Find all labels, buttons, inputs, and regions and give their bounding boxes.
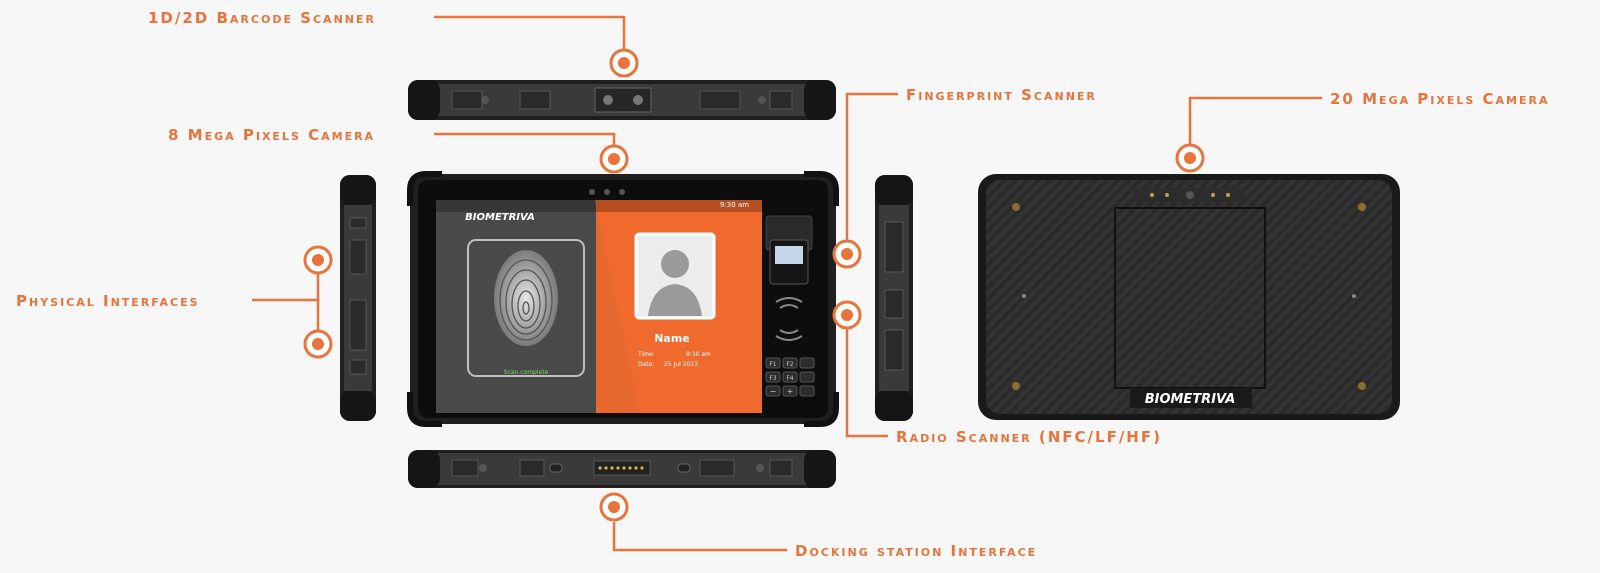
marker-radio bbox=[832, 300, 862, 330]
time-value: 9:30 am bbox=[686, 351, 711, 358]
rear-brand: BIOMETRIVA bbox=[1145, 392, 1236, 407]
label-rear-camera: 20 Mega Pixels Camera bbox=[1330, 90, 1550, 108]
person-name: Name bbox=[654, 332, 690, 345]
marker-physical-interfaces-top bbox=[303, 245, 333, 275]
rear-camera-lens bbox=[1186, 191, 1194, 199]
marker-fingerprint bbox=[832, 239, 862, 269]
label-fingerprint-scanner: Fingerprint Scanner bbox=[906, 86, 1097, 104]
marker-physical-interfaces-bottom bbox=[303, 329, 333, 359]
status-time: 9:30 am bbox=[720, 201, 749, 209]
callout-lines bbox=[252, 15, 1322, 552]
key-minus: − bbox=[770, 387, 777, 396]
scan-status: Scan complete bbox=[504, 369, 549, 376]
callout-markers bbox=[303, 48, 1205, 522]
marker-barcode bbox=[609, 48, 639, 78]
right-side-view bbox=[875, 175, 913, 421]
date-label: Date: bbox=[638, 361, 654, 368]
front-view bbox=[407, 171, 839, 427]
left-side-view bbox=[340, 175, 376, 421]
keypad bbox=[765, 357, 815, 397]
key-f4: F4 bbox=[786, 375, 793, 382]
bottom-edge-view bbox=[408, 450, 836, 488]
key-f2: F2 bbox=[786, 361, 793, 368]
time-label: Time: bbox=[637, 351, 655, 358]
label-physical-interfaces: Physical Interfaces bbox=[16, 292, 200, 310]
screen-brand: BIOMETRIVA bbox=[465, 212, 535, 223]
top-edge-view bbox=[408, 80, 836, 120]
nfc-icon bbox=[775, 297, 803, 341]
label-radio-scanner: Radio Scanner (NFC/LF/HF) bbox=[896, 428, 1162, 446]
label-front-camera: 8 Mega Pixels Camera bbox=[168, 126, 376, 144]
key-f1: F1 bbox=[769, 361, 776, 368]
key-plus: + bbox=[787, 387, 794, 396]
label-barcode-scanner: 1D/2D Barcode Scanner bbox=[148, 9, 376, 27]
marker-docking bbox=[599, 492, 629, 522]
marker-front-camera bbox=[599, 144, 629, 174]
docking-connector bbox=[593, 460, 651, 476]
key-f3: F3 bbox=[769, 375, 776, 382]
fingerprint-icon bbox=[494, 250, 558, 346]
date-value: 25 Jul 2023 bbox=[664, 361, 698, 368]
label-docking-interface: Docking station Interface bbox=[795, 542, 1038, 560]
marker-rear-camera bbox=[1175, 143, 1205, 173]
rear-view bbox=[978, 174, 1400, 420]
